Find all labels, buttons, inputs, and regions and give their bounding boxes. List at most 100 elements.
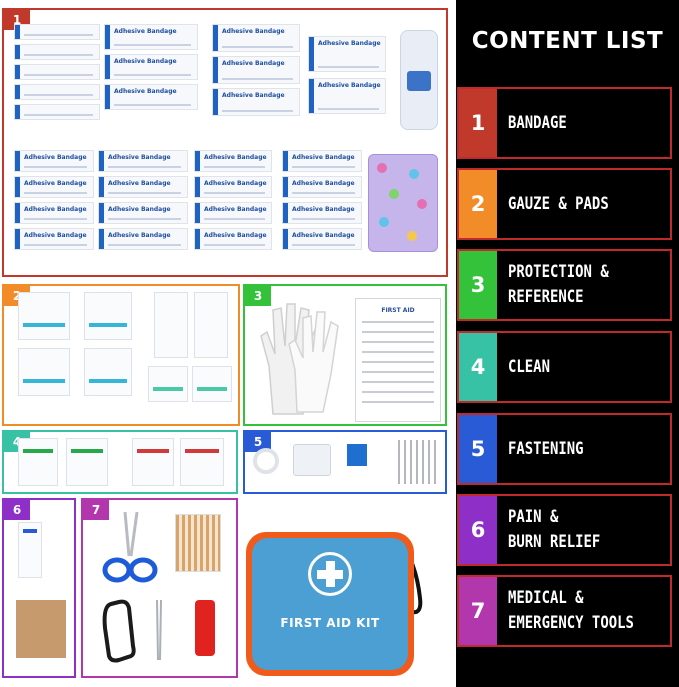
medical-tape xyxy=(293,444,331,476)
bandage-label: Adhesive Bandage xyxy=(108,206,171,213)
adhesive-bandage-packet: Adhesive Bandage xyxy=(98,176,188,198)
item-label: BANDAGE xyxy=(508,89,641,157)
item-label-line: BANDAGE xyxy=(508,112,567,133)
adhesive-bandage-packet: Adhesive Bandage xyxy=(194,176,272,198)
item-label-line: EMERGENCY TOOLS xyxy=(508,613,634,633)
bandage-label: Adhesive Bandage xyxy=(292,206,355,213)
bandage-label: Adhesive Bandage xyxy=(24,154,87,161)
bandage-label: Adhesive Bandage xyxy=(222,28,285,35)
item-number: 5 xyxy=(459,415,497,483)
adhesive-bandage-packet: Adhesive Bandage xyxy=(104,24,198,50)
gauze-pad xyxy=(18,348,70,396)
item-label-line: PAIN & xyxy=(508,507,559,527)
item-label-line: PROTECTION & xyxy=(508,262,609,282)
reference-card-title: FIRST AID xyxy=(381,307,415,314)
item-label-line: BURN RELIEF xyxy=(508,532,601,552)
item-number: 6 xyxy=(459,496,497,564)
bandage-label: Adhesive Bandage xyxy=(292,154,355,161)
burn-dressing xyxy=(16,600,66,658)
adhesive-bandage-packet: Adhesive Bandage xyxy=(14,228,94,250)
adhesive-bandage-packet: Adhesive Bandage xyxy=(194,150,272,172)
adhesive-bandage-packet: Adhesive Bandage xyxy=(212,24,300,52)
case-label: FIRST AID KIT xyxy=(280,616,380,630)
panel-medical-tools: 7 xyxy=(81,498,238,678)
bandage-label: Adhesive Bandage xyxy=(222,60,285,67)
item-number: 3 xyxy=(459,251,497,319)
adhesive-bandage-packet: Adhesive Bandage xyxy=(212,88,300,116)
bandage-label: Adhesive Bandage xyxy=(204,180,267,187)
antiseptic-wipe xyxy=(66,438,108,486)
adhesive-bandage-packet xyxy=(14,44,100,60)
bandage-label: Adhesive Bandage xyxy=(204,232,267,239)
bandage-label: Adhesive Bandage xyxy=(292,232,355,239)
item-number: 4 xyxy=(459,333,497,401)
item-number: 2 xyxy=(459,170,497,238)
panel-badge: 6 xyxy=(4,500,30,520)
panel-badge: 5 xyxy=(245,432,271,452)
bandage-label: Adhesive Bandage xyxy=(292,180,355,187)
first-aid-kit-case: FIRST AID KIT xyxy=(246,522,430,680)
adhesive-bandage-packet: Adhesive Bandage xyxy=(282,228,362,250)
adhesive-bandage-packet: Adhesive Bandage xyxy=(194,202,272,224)
cleansing-wipe xyxy=(180,438,224,486)
item-label: MEDICAL &EMERGENCY TOOLS xyxy=(508,577,641,645)
gauze-pad xyxy=(84,348,132,396)
alcohol-wipe xyxy=(18,438,58,486)
bandage-label: Adhesive Bandage xyxy=(318,82,381,89)
item-number: 1 xyxy=(459,89,497,157)
bandage-label: Adhesive Bandage xyxy=(108,180,171,187)
gloves xyxy=(260,303,339,415)
bandage-label: Adhesive Bandage xyxy=(114,58,177,65)
item-label: GAUZE & PADS xyxy=(508,170,641,238)
bandage-label: Adhesive Bandage xyxy=(204,206,267,213)
medical-cross-logo xyxy=(308,552,352,596)
panel-badge: 3 xyxy=(245,286,271,306)
adhesive-bandage-packet xyxy=(14,104,100,120)
item-number: 7 xyxy=(459,577,497,645)
panel-clean: 4 xyxy=(2,430,238,494)
bandage-label: Adhesive Bandage xyxy=(318,40,381,47)
bandage-label: Adhesive Bandage xyxy=(108,232,171,239)
adhesive-bandage-packet: Adhesive Bandage xyxy=(98,202,188,224)
first-aid-reference-card: FIRST AID xyxy=(355,298,441,422)
adhesive-bandage-packet: Adhesive Bandage xyxy=(282,202,362,224)
item-label: PROTECTION &REFERENCE xyxy=(508,251,641,319)
burn-gel-sachet xyxy=(18,522,42,578)
cotton-swabs xyxy=(175,514,221,572)
panel-protection-reference: 3 FIRST AID xyxy=(243,284,447,426)
item-label-line: FASTENING xyxy=(508,438,584,459)
adhesive-bandage-packet: Adhesive Bandage xyxy=(98,228,188,250)
gauze-pad xyxy=(84,292,132,340)
bandage-label: Adhesive Bandage xyxy=(108,154,171,161)
adhesive-bandage-packet: Adhesive Bandage xyxy=(104,54,198,80)
elastic-bandage-clip xyxy=(347,444,367,466)
adhesive-bandage-packet: Adhesive Bandage xyxy=(282,176,362,198)
gauze-pad xyxy=(18,292,70,340)
safety-pins xyxy=(398,440,436,484)
panel-badge: 7 xyxy=(83,500,109,520)
content-list-title: CONTENT LIST xyxy=(471,28,664,54)
scissors xyxy=(102,511,158,583)
adhesive-bandage-packet xyxy=(14,64,100,80)
bandage-label: Adhesive Bandage xyxy=(24,232,87,239)
item-label: CLEAN xyxy=(508,333,641,401)
adhesive-bandage-packet xyxy=(14,24,100,40)
panel-gauze-pads: 2 xyxy=(2,284,240,426)
content-list-item: 6 PAIN & BURN RELIEF xyxy=(457,494,672,566)
item-label-line: CLEAN xyxy=(508,356,550,377)
content-list-item: 4 CLEAN xyxy=(457,331,672,403)
adhesive-bandage-packet: Adhesive Bandage xyxy=(308,78,386,114)
eye-pad xyxy=(192,366,232,402)
adhesive-bandage-packet: Adhesive Bandage xyxy=(194,228,272,250)
bandage-label: Adhesive Bandage xyxy=(204,154,267,161)
adhesive-bandage-packet: Adhesive Bandage xyxy=(98,150,188,172)
adhesive-bandage-packet: Adhesive Bandage xyxy=(308,36,386,72)
non-stick-pad xyxy=(194,292,228,358)
item-label: FASTENING xyxy=(508,415,641,483)
content-list-item: 1 BANDAGE xyxy=(457,87,672,159)
